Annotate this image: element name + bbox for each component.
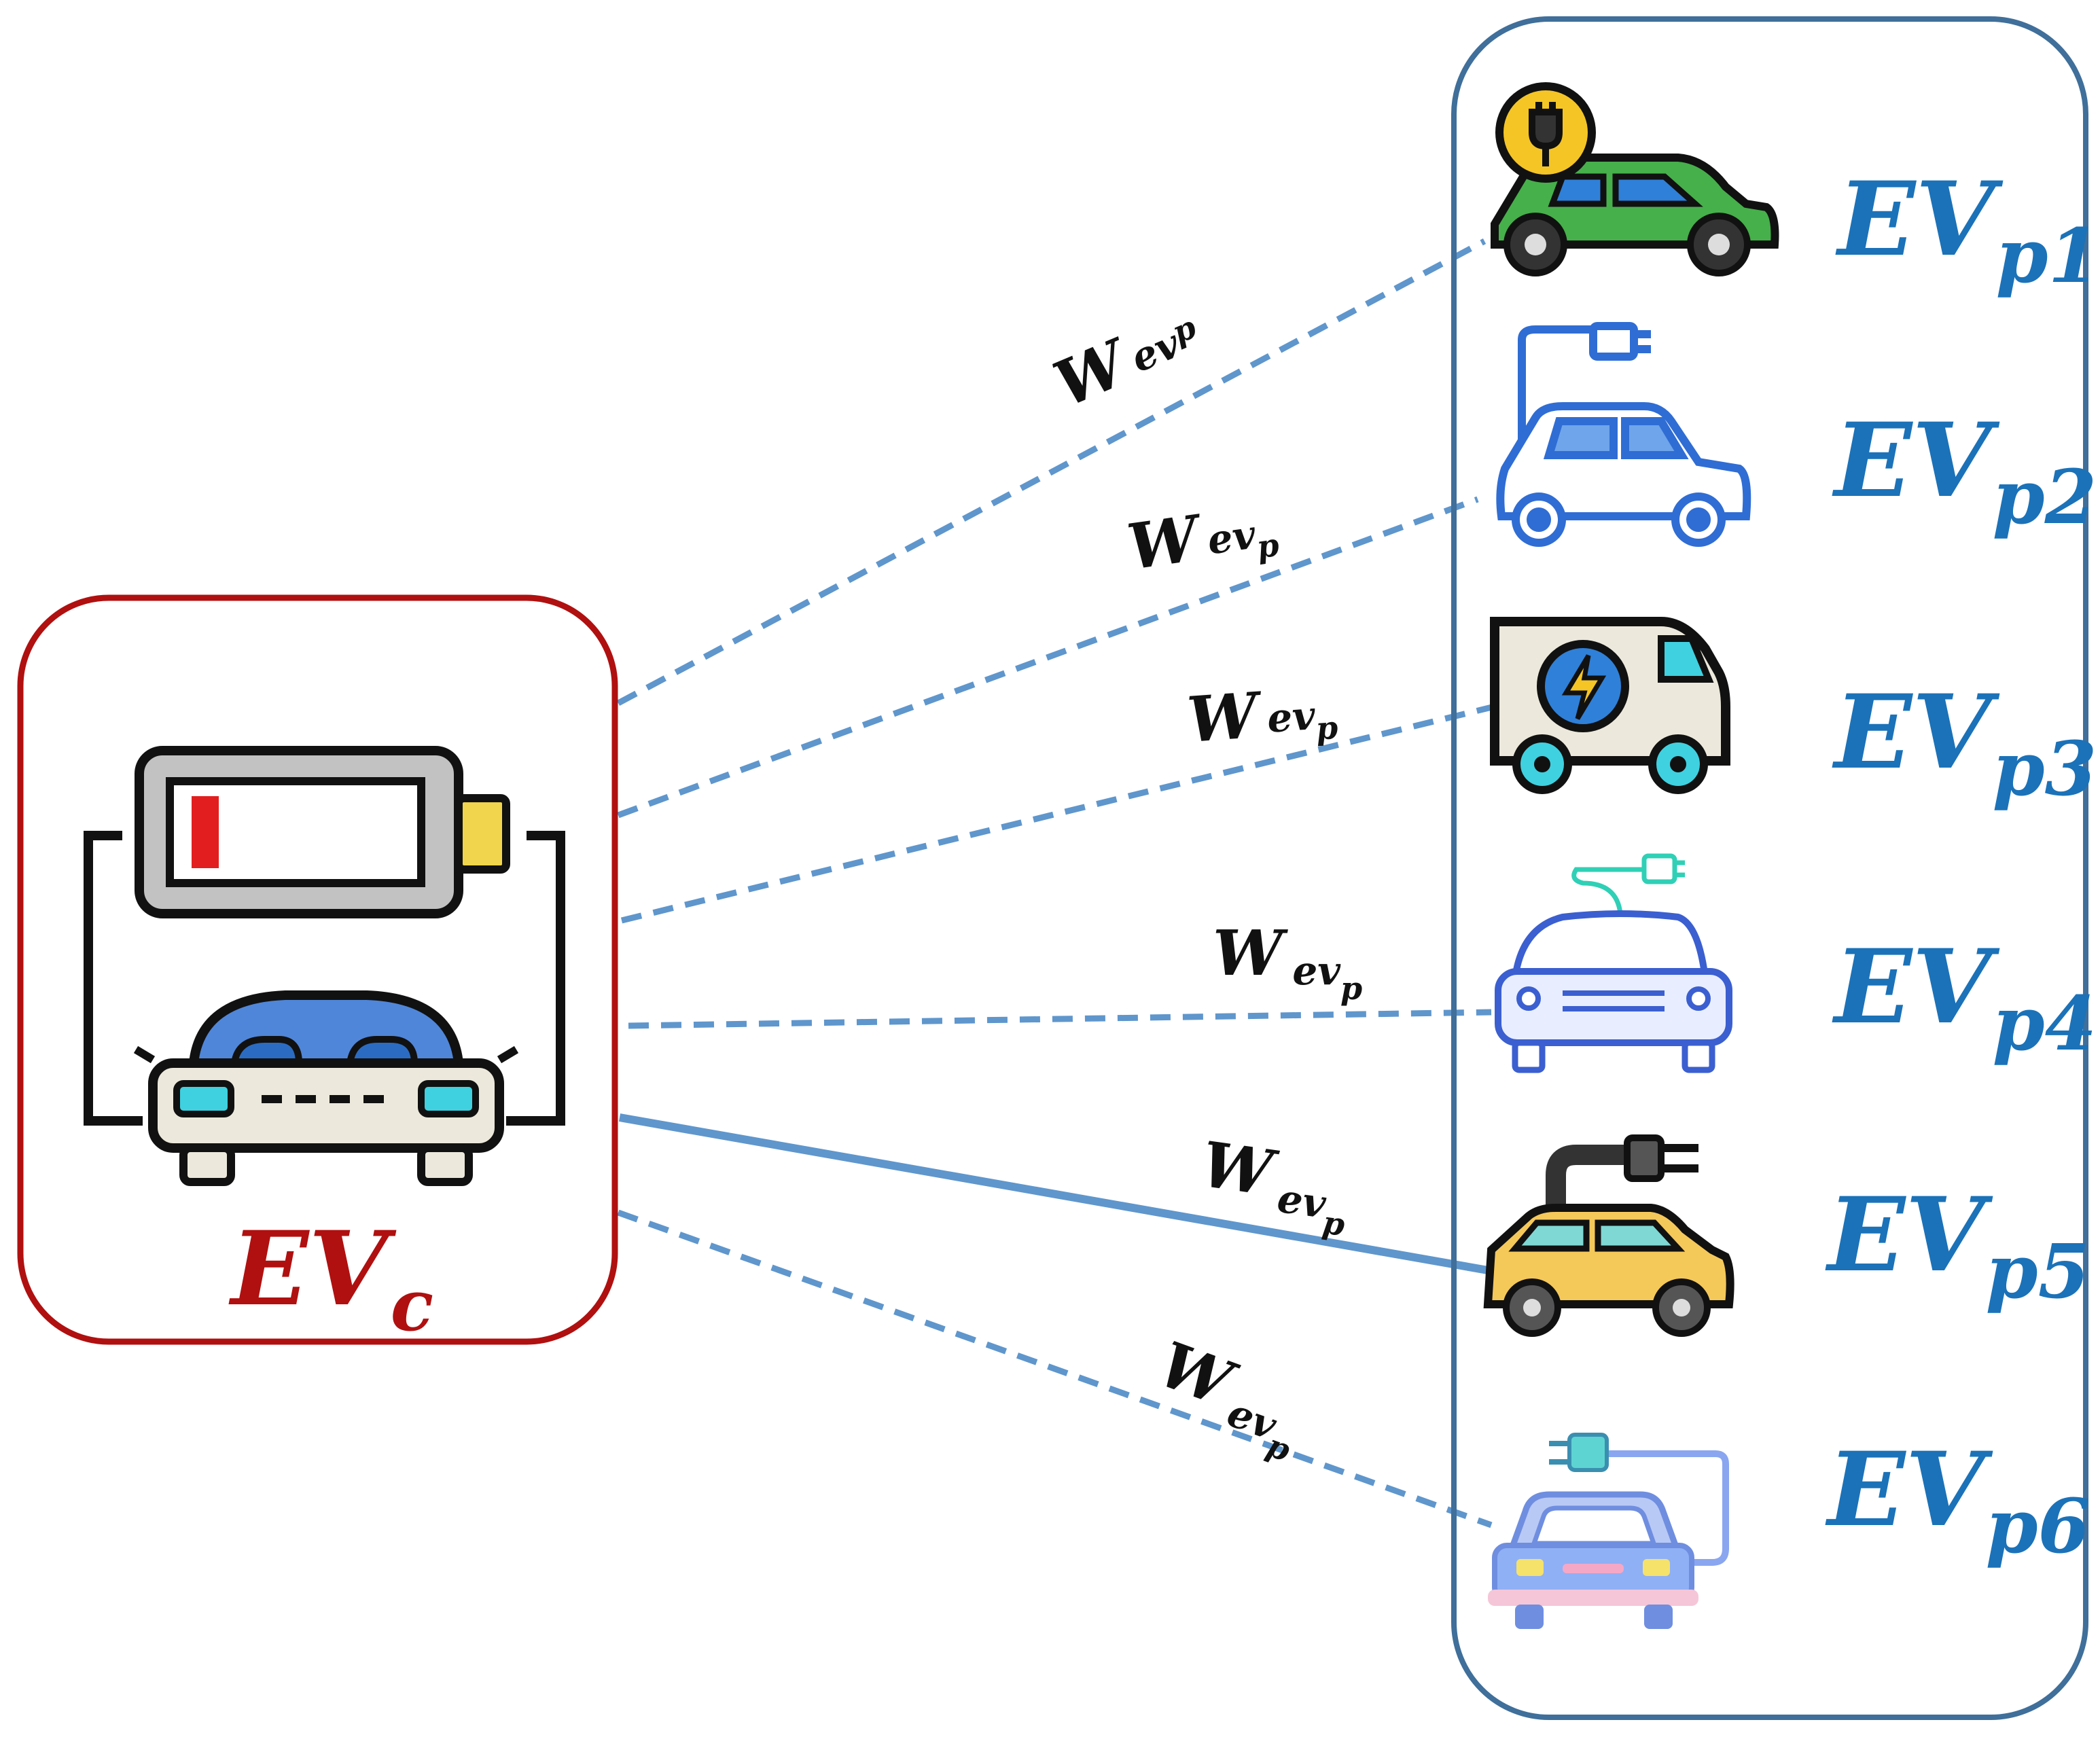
link-p1 [616, 238, 1487, 706]
svg-text:Wevp: Wevp [1194, 1128, 1355, 1243]
provider-label-p4: EVp4 [1832, 927, 2097, 1067]
edge-label-main: W [1185, 678, 1265, 756]
provider-label-sub: p5 [1986, 1228, 2090, 1315]
provider-label-main: EV [1825, 1175, 1993, 1295]
provider-label-main: EV [1832, 673, 2000, 792]
provider-label-sub: p3 [1993, 725, 2097, 812]
consumer-box: EVc [17, 594, 618, 1347]
edge-label-sub: ev [1205, 511, 1260, 563]
svg-text:Wevp: Wevp [1185, 673, 1339, 757]
edge-label-p5: Wevp [1194, 1128, 1355, 1243]
provider-label-main: EV [1835, 160, 2004, 279]
provider-frame [1451, 16, 2088, 1720]
provider-label-main: EV [1825, 1430, 1993, 1550]
edge-label-subsub: p [1340, 970, 1362, 1007]
car-front-with-plug-icon [1495, 853, 1732, 1073]
edge-label-p2: Wevp [1123, 490, 1281, 584]
consumer-label-sub: c [391, 1264, 433, 1347]
consumer-label: EVc [228, 1209, 433, 1347]
edge-label-main: W [1123, 501, 1208, 584]
provider-label-p5: EVp5 [1825, 1175, 2090, 1315]
electric-van-icon [1490, 617, 1730, 794]
provider-label-p6: EVp6 [1825, 1430, 2090, 1570]
links-layer [616, 238, 1496, 1528]
edge-label-p6: Wevp [1142, 1327, 1315, 1469]
edge-label-sub: ev [1292, 948, 1341, 994]
edge-label-subsub: p [1320, 1204, 1347, 1243]
provider-label-p2: EVp2 [1832, 401, 2097, 541]
edge-label-sub: ev [1266, 692, 1317, 742]
consumer-label-main: EV [228, 1209, 397, 1329]
edge-label-sub: ev [1275, 1175, 1330, 1228]
link-p2 [617, 496, 1479, 819]
bracket-icon [84, 831, 565, 1126]
svg-text:Wevp: Wevp [1142, 1327, 1315, 1469]
link-p4 [628, 1009, 1492, 1029]
provider-label-sub: p2 [1993, 453, 2097, 541]
provider-label-main: EV [1832, 401, 2000, 520]
hatchback-with-plug-icon [1483, 1134, 1734, 1337]
car-front-with-cable-icon [1488, 1433, 1729, 1629]
edge-label-p1: Wevp [1044, 296, 1210, 421]
edge-label-main: W [1213, 916, 1288, 990]
provider-label-sub: p4 [1993, 980, 2097, 1067]
provider-label-p1: EVp1 [1835, 160, 2100, 300]
svg-text:Wevp: Wevp [1044, 296, 1210, 421]
provider-label-sub: p1 [1996, 212, 2100, 300]
car-with-plug-badge-icon [1491, 82, 1779, 276]
link-p6 [617, 1209, 1493, 1528]
provider-label-p3: EVp3 [1832, 673, 2097, 812]
car-front-icon [133, 990, 519, 1186]
edge-label-subsub: p [1255, 526, 1281, 566]
provider-label-main: EV [1832, 927, 2000, 1047]
edge-label-subsub: p [1315, 709, 1339, 747]
link-p3 [620, 703, 1496, 924]
link-p5 [618, 1113, 1489, 1274]
provider-label-sub: p6 [1986, 1482, 2090, 1570]
sedan-with-cable-icon [1496, 322, 1751, 547]
battery-low-icon [135, 746, 510, 918]
svg-text:Wevp: Wevp [1213, 916, 1362, 1007]
svg-text:Wevp: Wevp [1123, 490, 1281, 584]
edge-label-main: W [1197, 1128, 1282, 1211]
provider-box: EVp1 EVp2 EVp3 [1451, 16, 2100, 1720]
